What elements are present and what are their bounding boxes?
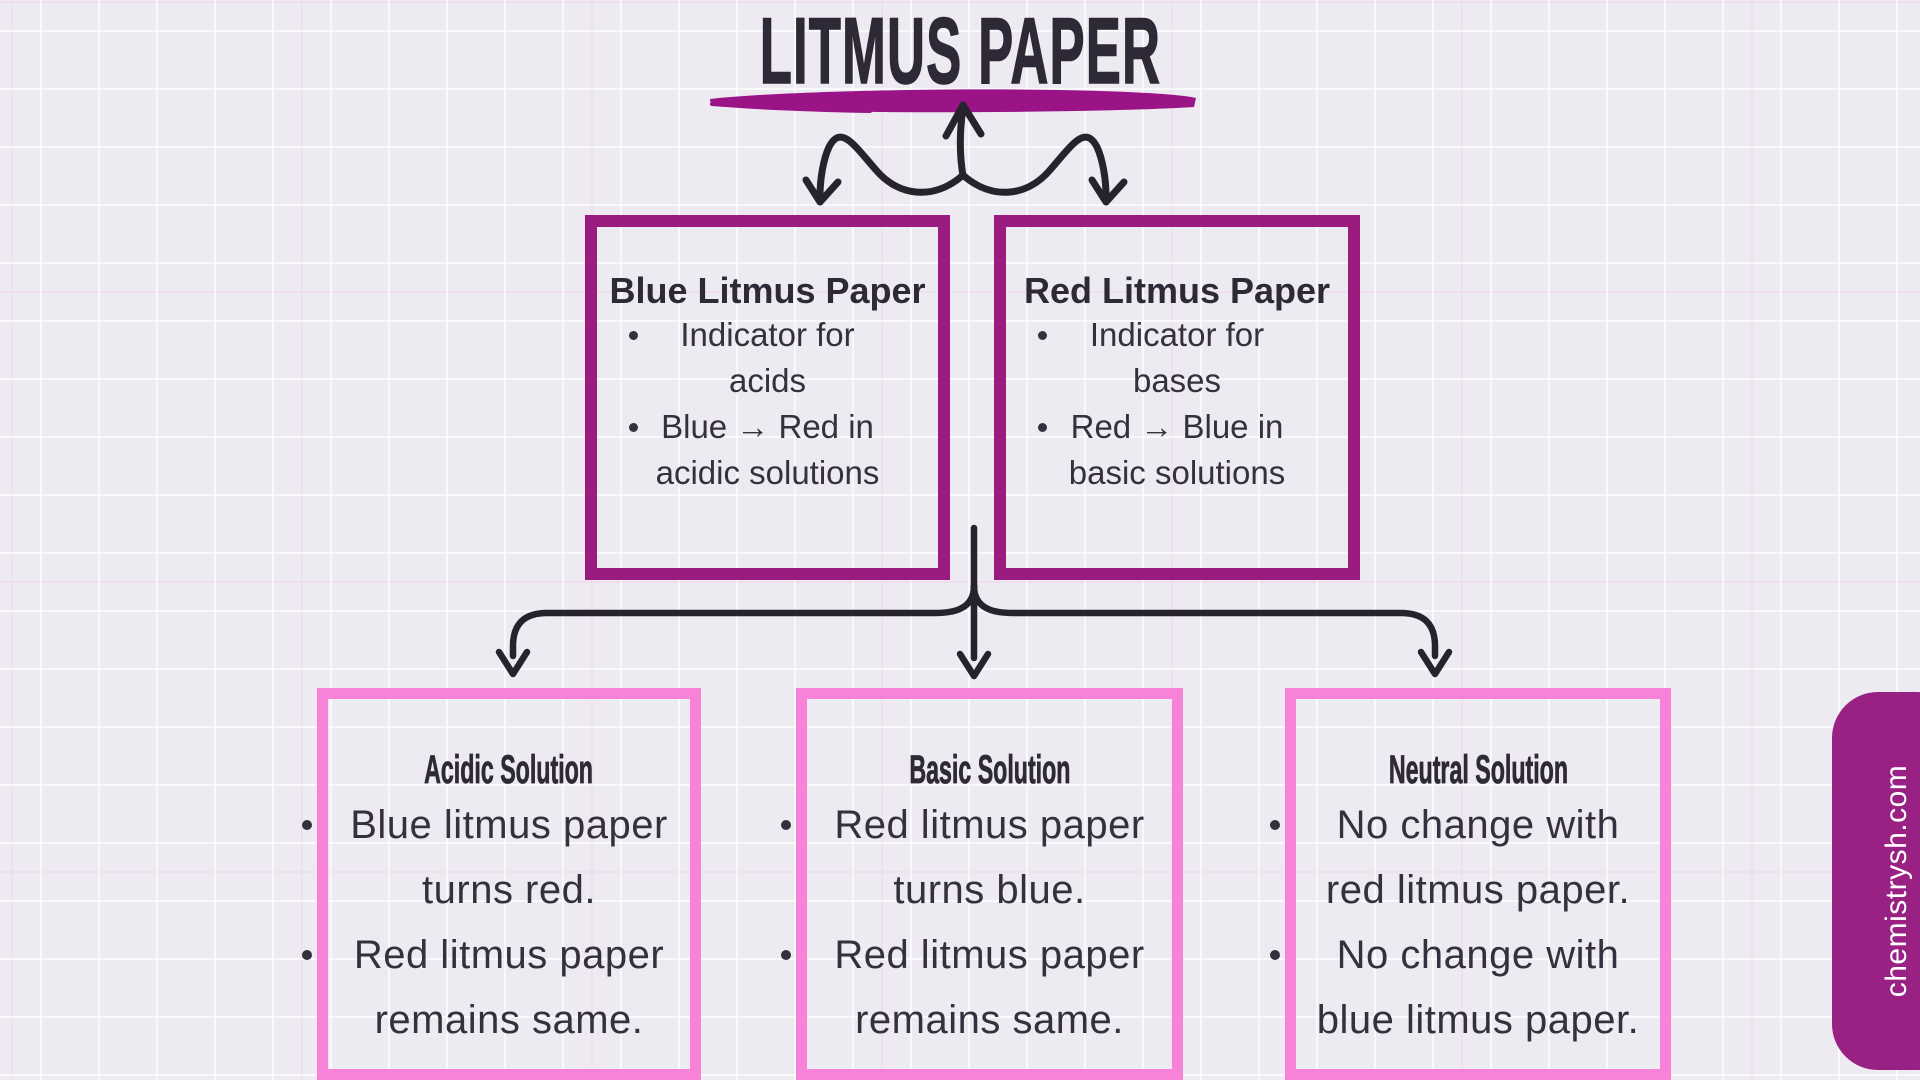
arrow-up-to-title-head	[942, 101, 985, 140]
bullet-line: acids	[728, 362, 807, 399]
bullet-line: No change with	[1336, 933, 1620, 977]
box-acidic-content: Acidic Solution Blue litmus paper turns …	[302, 747, 716, 1053]
connector-arrowhead-left	[495, 648, 531, 678]
connector-arrowhead-right	[1417, 648, 1453, 678]
arrow-curly-left	[816, 133, 966, 200]
page-title: LITMUS PAPER	[0, 0, 1920, 102]
box-neutral-title-text: Neutral Solution	[1388, 748, 1568, 793]
list-item: Blue → Red in acidic solutions	[585, 404, 950, 496]
list-item: Indicator for bases	[994, 312, 1360, 404]
bullet-icon	[781, 820, 791, 830]
bullet-line: turns blue.	[893, 868, 1086, 912]
list-item: Red litmus paper turns blue.	[781, 793, 1198, 923]
bullet-line: blue litmus paper.	[1316, 998, 1640, 1042]
bullet-icon	[302, 820, 312, 830]
bullet-icon	[1270, 820, 1280, 830]
bullet-line: remains same.	[374, 998, 644, 1042]
arrow-curly-right-head	[1088, 176, 1128, 206]
box-acidic-title-text: Acidic Solution	[424, 748, 594, 793]
bullet-line: Blue → Red in	[661, 408, 874, 445]
box-red-litmus-content: Red Litmus Paper Indicator for bases Red…	[994, 270, 1360, 496]
watermark-text: chemistrysh.com	[1880, 764, 1913, 998]
list-item: Red litmus paper remains same.	[781, 923, 1198, 1053]
bullet-line: bases	[1132, 362, 1222, 399]
bullet-line: No change with	[1336, 803, 1620, 847]
list-item: Blue litmus paper turns red.	[302, 793, 716, 923]
bullet-line: Red litmus paper	[834, 803, 1145, 847]
bullet-line: Indicator for	[680, 316, 855, 353]
connector-branch-right	[970, 582, 1439, 660]
bullet-icon	[1038, 423, 1047, 432]
box-basic-title-text: Basic Solution	[908, 748, 1071, 793]
bullet-icon	[629, 423, 638, 432]
bullet-icon	[1038, 331, 1047, 340]
box-basic-content: Basic Solution Red litmus paper turns bl…	[781, 747, 1198, 1053]
bullet-line: remains same.	[855, 998, 1124, 1042]
connector-branch-left	[509, 582, 978, 660]
box-basic-title: Basic Solution	[781, 747, 1198, 793]
box-neutral-content: Neutral Solution No change with red litm…	[1270, 747, 1686, 1053]
box-red-litmus-title: Red Litmus Paper	[1023, 270, 1331, 311]
bullet-icon	[781, 950, 791, 960]
bullet-line: Indicator for	[1089, 316, 1265, 353]
list-item: No change with blue litmus paper.	[1270, 923, 1686, 1053]
box-basic-solution: Basic Solution Red litmus paper turns bl…	[781, 688, 1183, 1080]
bullet-line: Red litmus paper	[834, 933, 1145, 977]
bullet-line: turns red.	[422, 868, 596, 912]
bullet-line: basic solutions	[1068, 454, 1286, 491]
bullet-icon	[629, 331, 638, 340]
list-item: Red litmus paper remains same.	[302, 923, 716, 1053]
watermark-tab: chemistrysh.com	[1832, 692, 1920, 1070]
box-red-litmus-paper: Red Litmus Paper Indicator for bases Red…	[994, 215, 1360, 580]
box-neutral-solution: Neutral Solution No change with red litm…	[1270, 688, 1671, 1080]
bullet-icon	[302, 950, 312, 960]
box-neutral-title: Neutral Solution	[1270, 747, 1686, 793]
box-blue-litmus-content: Blue Litmus Paper Indicator for acids Bl…	[585, 270, 950, 496]
box-blue-litmus-paper: Blue Litmus Paper Indicator for acids Bl…	[585, 215, 950, 580]
arrow-curly-left-head	[802, 176, 842, 206]
arrow-up-to-title	[956, 104, 967, 180]
bullet-icon	[1270, 950, 1280, 960]
connector-arrowhead-middle	[956, 650, 992, 680]
list-item: Indicator for acids	[585, 312, 950, 404]
arrow-curly-right	[960, 133, 1110, 200]
bullet-line: acidic solutions	[655, 454, 880, 491]
list-item: No change with red litmus paper.	[1270, 793, 1686, 923]
box-acidic-title: Acidic Solution	[302, 747, 716, 793]
bullet-line: Blue litmus paper	[350, 803, 668, 847]
bullet-line: red litmus paper.	[1325, 868, 1631, 912]
title-underline-tail	[710, 102, 872, 113]
box-blue-litmus-title: Blue Litmus Paper	[609, 270, 926, 311]
bullet-line: Red litmus paper	[353, 933, 665, 977]
box-acidic-solution: Acidic Solution Blue litmus paper turns …	[302, 688, 701, 1080]
page-title-text: LITMUS PAPER	[759, 0, 1161, 103]
bullet-line: Red → Blue in	[1070, 408, 1284, 445]
list-item: Red → Blue in basic solutions	[994, 404, 1360, 496]
